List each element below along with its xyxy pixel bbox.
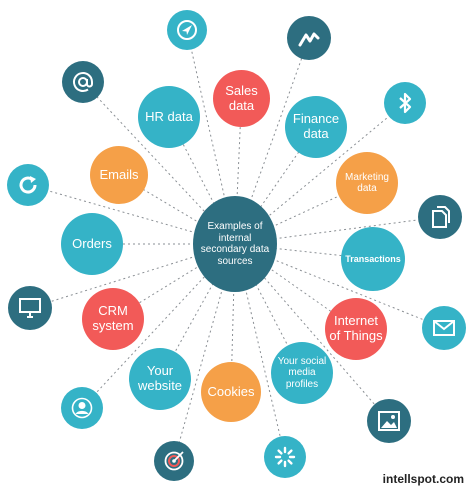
node-transactions: Transactions xyxy=(341,227,405,291)
image-icon xyxy=(367,399,411,443)
documents-icon xyxy=(418,195,462,239)
node-sales-data: Sales data xyxy=(213,70,270,127)
envelope-icon xyxy=(422,306,466,350)
center-node: Examples of internal secondary data sour… xyxy=(193,196,277,292)
compass-icon xyxy=(167,10,207,50)
bluetooth-icon xyxy=(384,82,426,124)
center-label: Examples of internal secondary data sour… xyxy=(200,221,270,267)
connector-node-crm-system xyxy=(112,243,236,320)
node-crm-system: CRM system xyxy=(82,288,144,350)
node-finance-data: Finance data xyxy=(285,96,347,158)
user-icon xyxy=(61,387,103,429)
monitor-icon xyxy=(8,286,52,330)
node-internet-of-things: Internet of Things xyxy=(325,298,387,360)
target-icon xyxy=(154,441,194,481)
node-emails: Emails xyxy=(90,146,148,204)
analytics-icon xyxy=(287,16,331,60)
connector-node-finance-data xyxy=(234,126,317,245)
connector-image-icon xyxy=(234,243,390,422)
node-your-website: Your website xyxy=(129,348,191,410)
node-cookies: Cookies xyxy=(201,362,261,422)
node-marketing-data: Marketing data xyxy=(336,152,398,214)
refresh-icon xyxy=(7,164,49,206)
watermark: intellspot.com xyxy=(382,472,464,486)
connector-user-icon xyxy=(81,243,236,409)
node-orders: Orders xyxy=(61,213,123,275)
loading-icon xyxy=(264,436,306,478)
connector-node-hr-data xyxy=(168,116,236,245)
at-sign-icon xyxy=(62,61,104,103)
connector-at-sign-icon xyxy=(82,81,236,245)
node-social-media-profiles: Your social media profiles xyxy=(271,342,333,404)
node-hr-data: HR data xyxy=(138,86,200,148)
